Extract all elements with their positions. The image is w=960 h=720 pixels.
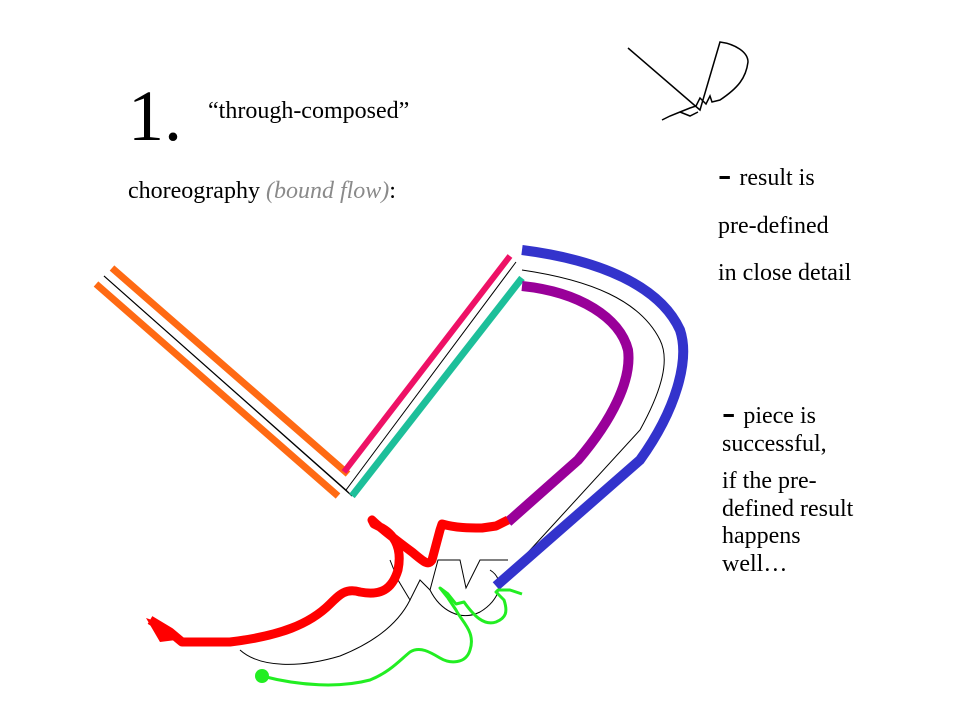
slide-title: 1. “through-composed” [128,80,548,152]
bullet-line: successful, [722,430,827,457]
bullet-dash: - [718,151,732,196]
green-start-dot [255,669,269,683]
orange-lines [93,265,351,499]
title-line2-paren: (bound flow) [265,178,390,204]
bullet-line: result is [739,165,815,191]
bullet-success: -piece is successful, if the pre- define… [722,392,854,579]
orange-line-outer [93,281,341,499]
bullet-result: -result is pre-defined in close detail [718,154,852,288]
bullet-dash: - [722,389,736,434]
title-quoted-term: “through-composed” [208,98,410,124]
orange-line-inner [109,265,351,477]
green-path [261,586,523,687]
bullet-line: piece is [743,403,816,429]
bullet-line: pre-defined [718,212,829,239]
teal-line [349,275,525,499]
bullet-line: well… [722,550,788,577]
purple-hook [504,281,634,526]
title-number: 1. [128,76,182,156]
title-subline: choreography (bound flow): [128,178,396,205]
bullet-line: in close detail [718,260,852,287]
outline-path [103,261,665,665]
title-line2-main: choreography [128,178,266,204]
red-zigzag-tip [146,618,176,642]
bullet-line: happens [722,523,801,550]
bullet-line: if the pre- [722,468,817,495]
small-sketch [627,41,749,121]
blue-hook [492,245,689,590]
title-line2-end: : [389,178,396,204]
bullet-line: defined result [722,495,854,522]
pink-line [341,254,513,474]
red-zigzag [147,515,511,647]
